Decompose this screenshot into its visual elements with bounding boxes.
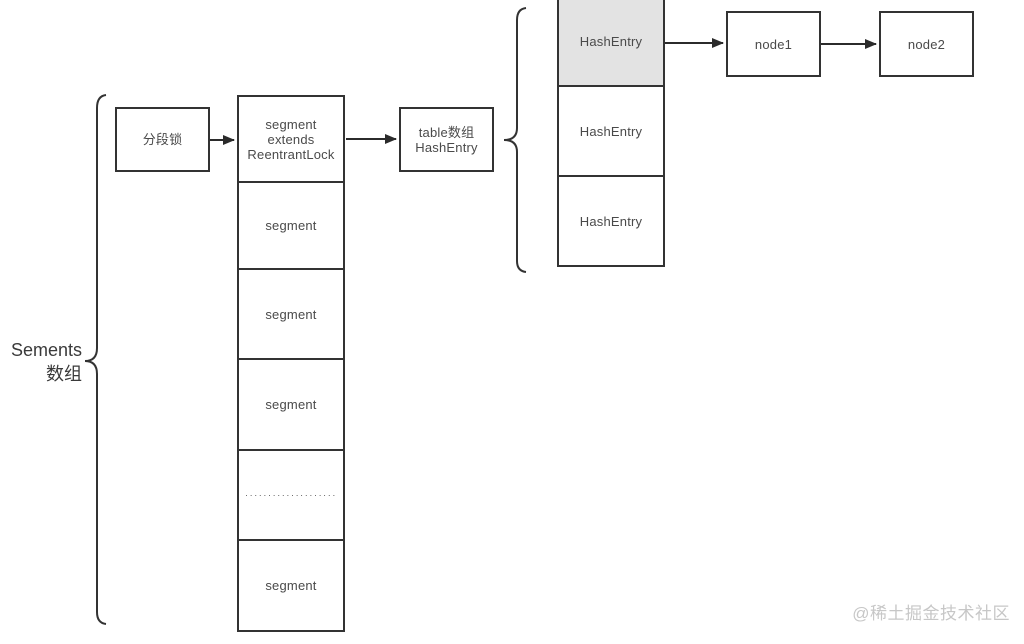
segments-array-label: Sements 数组 xyxy=(10,340,82,384)
ellipsis-dots: ···················· xyxy=(245,489,337,500)
segment-array-cell-ellipsis: ···················· xyxy=(237,449,345,541)
segment-array-cell-0: segment extends ReentrantLock xyxy=(237,95,345,183)
node2-box: node2 xyxy=(879,11,974,77)
table-curly-brace xyxy=(503,7,527,273)
hashentry-cell-0: HashEntry xyxy=(557,0,665,87)
segment-array-cell-1: segment xyxy=(237,181,345,270)
node1-box: node1 xyxy=(726,11,821,77)
hashentry-cell-1: HashEntry xyxy=(557,85,665,177)
segment-lock-box: 分段锁 xyxy=(115,107,210,172)
segments-curly-brace xyxy=(84,94,107,625)
segment-array-cell-5: segment xyxy=(237,539,345,632)
segment-array-cell-3: segment xyxy=(237,358,345,451)
watermark: @稀土掘金技术社区 xyxy=(852,604,1010,623)
table-array-box: table数组 HashEntry xyxy=(399,107,494,172)
segment-array-cell-2: segment xyxy=(237,268,345,360)
hashentry-cell-2: HashEntry xyxy=(557,175,665,267)
